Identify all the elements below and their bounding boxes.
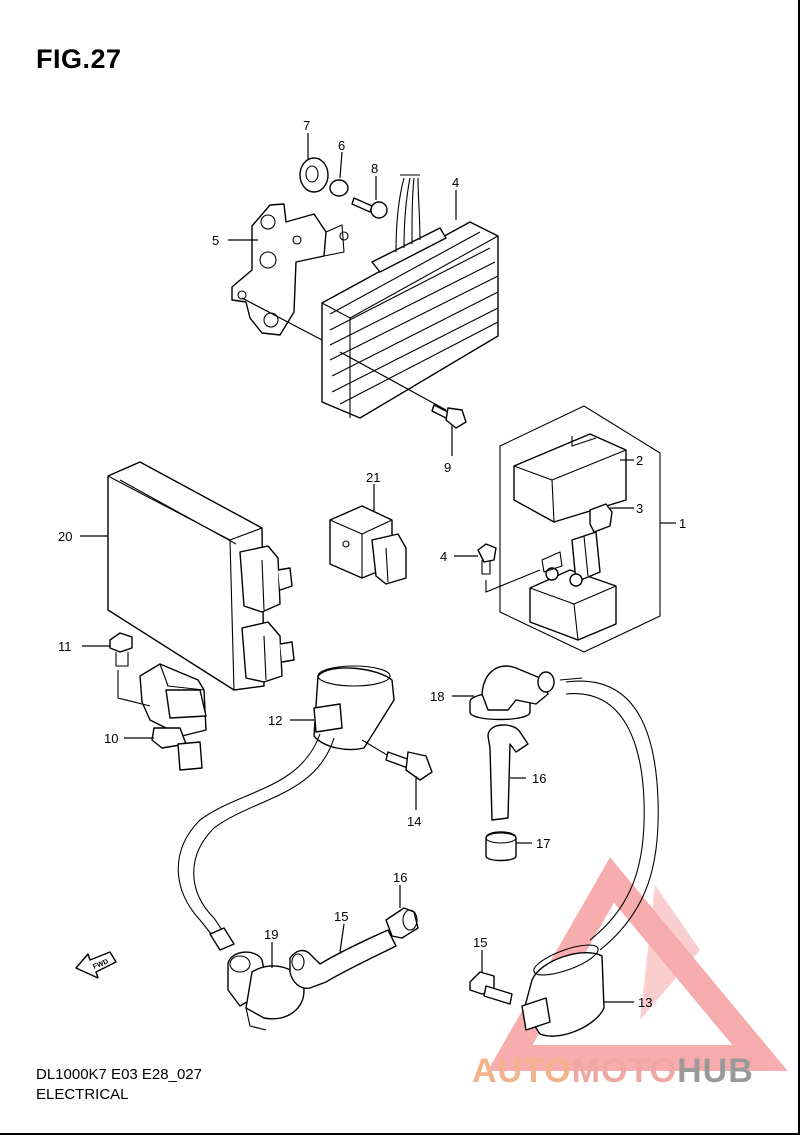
callout-17-rear: 17 <box>536 836 550 851</box>
cord-front-part <box>289 929 397 989</box>
callout-1: 1 <box>679 516 686 531</box>
callout-16-front: 15 <box>334 909 348 924</box>
callout-21: 21 <box>366 470 380 485</box>
starter-relay-assembly-part <box>499 405 661 653</box>
cushion-part <box>299 157 329 193</box>
watermark-text: AUTOMOTOHUB <box>472 1052 754 1091</box>
cap-rear-part <box>485 831 517 862</box>
ignition-coil-rear-part <box>521 680 659 1037</box>
callout-4: 4 <box>440 549 447 564</box>
callout-7: 6 <box>338 138 345 153</box>
cap-front-part <box>385 907 419 939</box>
ecm-unit-part <box>107 461 295 691</box>
coil-bolt-rear-part <box>469 971 513 1005</box>
callout-14: 13 <box>638 995 652 1010</box>
fwd-arrow-icon: FWD <box>75 951 117 979</box>
watermark-moto: MOTO <box>571 1052 678 1090</box>
callout-13: 12 <box>268 713 282 728</box>
callout-18: 18 <box>430 689 444 704</box>
mounting-bracket-part <box>231 203 349 336</box>
section-name: ELECTRICAL <box>36 1086 129 1103</box>
callout-10: 9 <box>444 460 451 475</box>
callout-19: 19 <box>264 927 278 942</box>
relay-bolt-part <box>477 543 541 593</box>
watermark-hub: HUB <box>677 1052 754 1090</box>
watermark-auto: AUTO <box>472 1052 572 1090</box>
callout-9: 8 <box>371 161 378 176</box>
sensor-part <box>117 663 207 771</box>
callout-8: 7 <box>303 118 310 133</box>
callout-12: 11 <box>58 639 72 654</box>
regulator-rectifier-part <box>321 174 499 419</box>
bracket-screw-part <box>351 197 388 219</box>
ignition-coil-front-part <box>177 665 395 951</box>
callout-labels: 7 6 8 4 5 9 2 3 1 4 21 20 11 10 12 14 18… <box>58 118 686 1010</box>
callout-2: 2 <box>636 453 643 468</box>
coil-bolt-front-part <box>385 751 433 781</box>
callout-6: 5 <box>212 233 219 248</box>
collar-part <box>329 179 349 197</box>
callout-16-rear: 16 <box>532 771 546 786</box>
relay-21-part <box>329 505 407 585</box>
callout-15-front: 14 <box>407 814 421 829</box>
callout-15-rear: 15 <box>473 935 487 950</box>
callout-5: 4 <box>452 175 459 190</box>
regulator-bolt-part <box>431 404 467 429</box>
sensor-bolt-part <box>109 632 133 667</box>
callout-11: 10 <box>104 731 118 746</box>
cord-rear-part <box>487 724 529 821</box>
model-code: DL1000K7 E03 E28_027 <box>36 1066 202 1083</box>
callout-20: 20 <box>58 529 72 544</box>
callout-3: 3 <box>636 501 643 516</box>
figure-title: FIG.27 <box>36 44 122 74</box>
plug-cap-front-part <box>227 951 305 1031</box>
leader-lines <box>80 133 676 1003</box>
plug-cap-rear-part <box>469 665 583 721</box>
callout-17-front: 16 <box>393 870 407 885</box>
